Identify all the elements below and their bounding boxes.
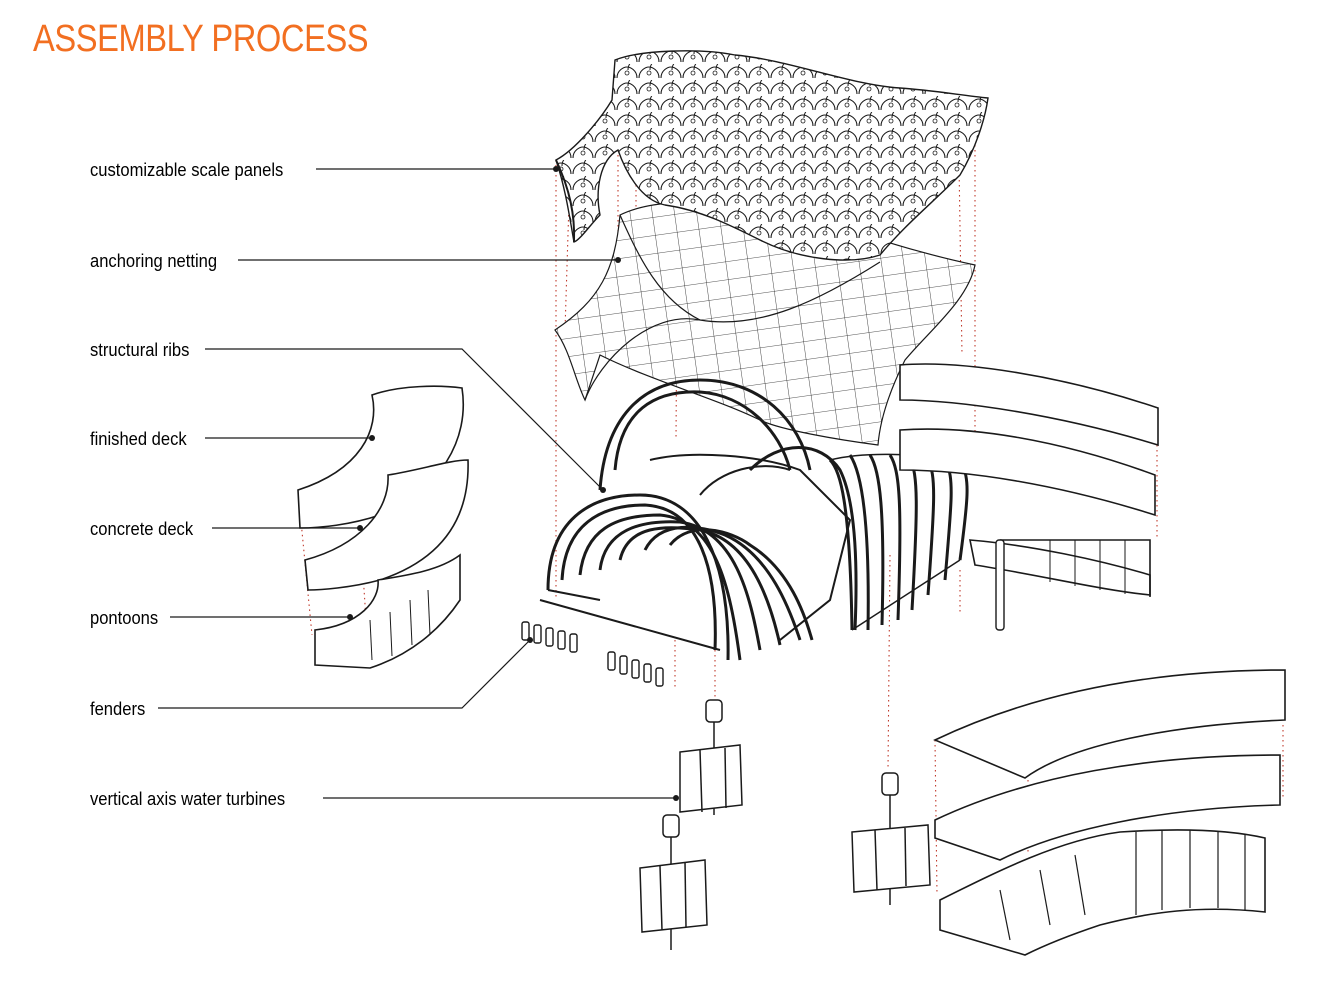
- deck-right-upper: [899, 363, 1159, 597]
- scale-panels: [555, 50, 989, 261]
- turbine-2: [639, 814, 708, 950]
- label-pontoons: pontoons: [90, 608, 159, 628]
- leader-lines: [158, 168, 676, 799]
- label-finished-deck: finished deck: [90, 429, 187, 449]
- page-title: ASSEMBLY PROCESS: [33, 18, 369, 60]
- structural-ribs: [539, 378, 858, 661]
- label-structural-ribs: structural ribs: [90, 340, 190, 360]
- turbine-1: [679, 699, 743, 815]
- turbine-3: [851, 772, 931, 905]
- fenders: [521, 539, 1005, 687]
- label-fenders: fenders: [90, 699, 146, 719]
- label-anchoring-netting: anchoring netting: [90, 251, 218, 271]
- rib-tunnel: [828, 453, 971, 631]
- water-turbines: [639, 699, 931, 950]
- leader-dots: [347, 166, 679, 801]
- label-scale-panels: customizable scale panels: [90, 160, 284, 180]
- deck-left: [297, 385, 469, 669]
- label-water-turbines: vertical axis water turbines: [90, 789, 286, 809]
- deck-bottom-right: [933, 669, 1286, 956]
- label-concrete-deck: concrete deck: [90, 519, 194, 539]
